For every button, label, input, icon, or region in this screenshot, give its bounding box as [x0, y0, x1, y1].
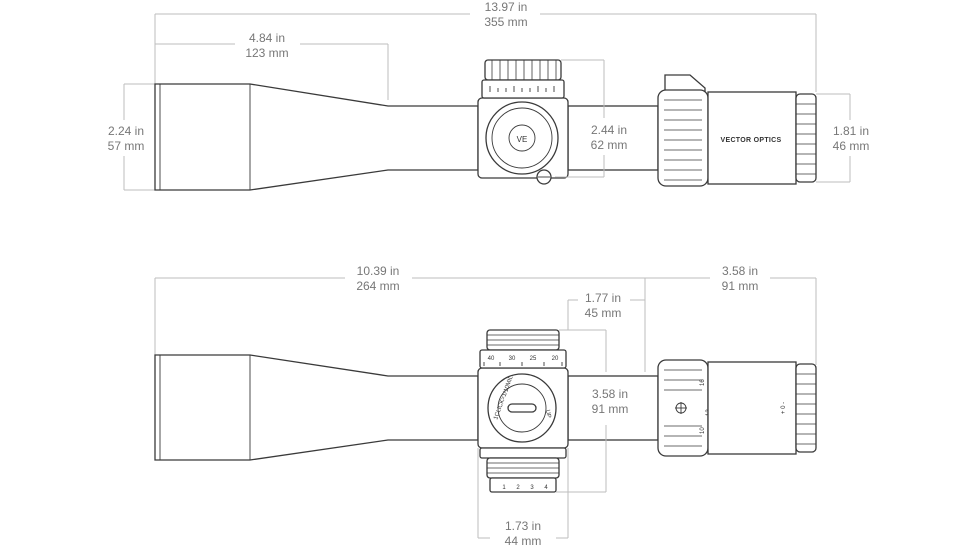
elevation-scale-1: 30 [509, 356, 516, 362]
windage-knob-side: 1CLICK=1/10MIL UP [487, 373, 557, 443]
objective-diameter-dimension: 2.24 in 57 mm [108, 83, 155, 191]
turret-width-imperial: 1.73 in [505, 519, 541, 533]
turret-offset-dimension: 1.77 in 45 mm [567, 291, 645, 330]
eyepiece-diameter-imperial: 1.81 in [833, 124, 869, 138]
elevation-scale-2: 25 [530, 356, 537, 362]
logo-mark: VE [517, 135, 528, 144]
turret-height-metric: 62 mm [591, 138, 628, 152]
lower-scale-0: 1 [502, 485, 506, 491]
bell-length-imperial: 4.84 in [249, 31, 285, 45]
ring-number-0: 10 [700, 427, 706, 434]
windage-knob-top: VE [485, 101, 559, 185]
front-length-dimension: 10.39 in 264 mm [154, 264, 646, 372]
front-length-metric: 264 mm [356, 279, 399, 293]
lower-scale-3: 4 [544, 485, 548, 491]
eyepiece-side: 10 12 16 + 0 - [657, 359, 817, 457]
bell-length-dimension: 4.84 in 123 mm [155, 31, 389, 100]
scope-body-top [154, 83, 659, 191]
rear-length-metric: 91 mm [722, 279, 759, 293]
eyepiece-diameter-dimension: 1.81 in 46 mm [816, 93, 870, 183]
ring-number-2: 16 [700, 379, 706, 386]
elevation-scale-3: 20 [552, 356, 559, 362]
brand-text: VECTOR OPTICS [721, 137, 782, 144]
turret-height-side-imperial: 3.58 in [592, 387, 628, 401]
lower-scale-1: 2 [516, 485, 520, 491]
turret-height-side-metric: 91 mm [592, 402, 629, 416]
turret-height-dimension-top: 2.44 in 62 mm [555, 59, 628, 178]
overall-length-metric: 355 mm [484, 15, 527, 29]
turret-offset-metric: 45 mm [585, 306, 622, 320]
overall-length-dimension: 13.97 in 355 mm [154, 0, 817, 92]
lower-scale-2: 3 [530, 485, 534, 491]
side-view: 10.39 in 264 mm 3.58 in 91 mm 1.77 in 45… [154, 264, 817, 548]
elevation-scale-0: 40 [488, 356, 495, 362]
diopter-mark: + 0 - [781, 402, 787, 414]
objective-diameter-metric: 57 mm [108, 139, 145, 153]
elevation-turret-top [481, 59, 565, 99]
up-label: UP [544, 409, 551, 418]
front-length-imperial: 10.39 in [357, 264, 400, 278]
lower-turret-side: 1 2 3 4 [479, 447, 567, 493]
elevation-turret-side: 40 30 25 20 [479, 329, 567, 369]
objective-diameter-imperial: 2.24 in [108, 124, 144, 138]
rear-length-imperial: 3.58 in [722, 264, 758, 278]
rear-length-dimension: 3.58 in 91 mm [645, 264, 817, 365]
turret-height-dimension-side: 3.58 in 91 mm [556, 329, 629, 493]
eyepiece-top: VECTOR OPTICS [657, 74, 817, 187]
turret-offset-imperial: 1.77 in [585, 291, 621, 305]
turret-width-metric: 44 mm [505, 534, 542, 548]
top-view: 13.97 in 355 mm 4.84 in 123 mm 2.24 in 5… [108, 0, 870, 191]
eyepiece-diameter-metric: 46 mm [833, 139, 870, 153]
bell-length-metric: 123 mm [245, 46, 288, 60]
scope-body-side [154, 354, 659, 461]
turret-height-imperial: 2.44 in [591, 123, 627, 137]
overall-length-imperial: 13.97 in [485, 0, 528, 14]
turret-width-dimension: 1.73 in 44 mm [477, 448, 569, 548]
